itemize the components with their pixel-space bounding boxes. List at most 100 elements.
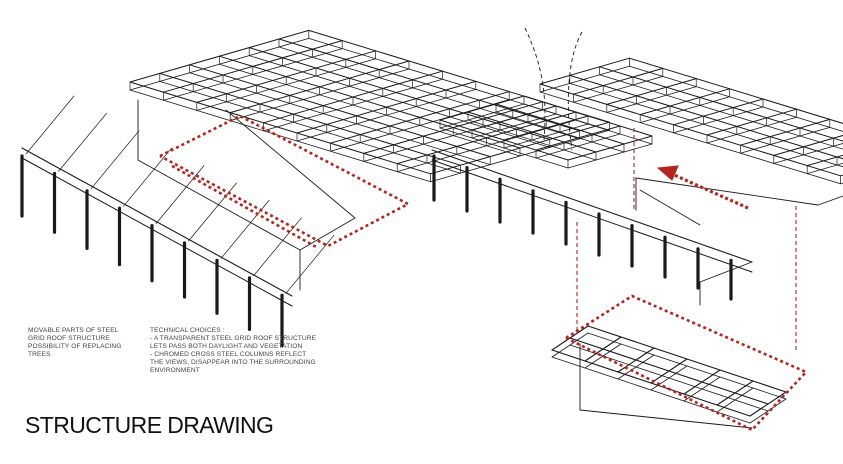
note-line: TECHNICAL CHOICES : bbox=[150, 327, 225, 334]
void-wall-edge bbox=[225, 109, 356, 219]
piece-beam-lower bbox=[716, 387, 754, 413]
drawing-title: STRUCTURE DRAWING bbox=[25, 412, 274, 438]
column-diagonal bbox=[25, 95, 75, 155]
grid-beam-top bbox=[278, 38, 581, 132]
piece-beam bbox=[683, 369, 721, 395]
grid-beam-bottom bbox=[606, 86, 697, 113]
void-wall bbox=[817, 195, 843, 206]
red-dashed-guides bbox=[159, 114, 809, 432]
grid-beam-top bbox=[806, 154, 843, 167]
piece-beam-lower bbox=[749, 398, 787, 424]
piece-beam bbox=[716, 380, 754, 406]
piece-beam-lower bbox=[551, 332, 589, 358]
grid-beam-bottom bbox=[503, 123, 589, 149]
grid-beam-bottom bbox=[806, 162, 843, 175]
tree-outline-curve bbox=[567, 31, 583, 151]
grid-beam-top bbox=[129, 81, 432, 175]
note-line: ENVIRONMENT bbox=[150, 367, 200, 375]
void-sketch bbox=[639, 189, 701, 226]
grid-beam-bottom bbox=[539, 91, 841, 185]
front-edge-beam bbox=[431, 149, 753, 263]
grid-beam-top bbox=[706, 108, 797, 136]
column-diagonal bbox=[285, 234, 335, 294]
note-line: GRID ROOF STRUCTURE bbox=[28, 335, 110, 343]
void-wall-base bbox=[635, 177, 819, 206]
grid-beam-top bbox=[159, 72, 461, 166]
movable-parts-note: MOVABLE PARTS OF STEEL GRID ROOF STRUCTU… bbox=[28, 327, 122, 359]
piece-beam bbox=[650, 358, 688, 384]
tree-outline-curve bbox=[524, 27, 546, 141]
piece-beam-lower bbox=[584, 343, 622, 369]
note-line: LETS PASS BOTH DAYLIGHT AND VEGETATION bbox=[150, 343, 303, 351]
detached-grid-section-drawing bbox=[551, 325, 787, 429]
grid-beam-bottom bbox=[567, 143, 653, 169]
grid-beam-bottom bbox=[706, 116, 797, 144]
grid-beam-bottom bbox=[673, 106, 764, 134]
grid-beam-bottom bbox=[278, 46, 580, 140]
grid-beam-bottom bbox=[535, 133, 621, 159]
grid-beam-top bbox=[439, 95, 525, 121]
grid-beam-top bbox=[535, 125, 621, 151]
return-beam bbox=[699, 261, 753, 283]
column-diagonal bbox=[58, 113, 107, 172]
grid-beam-top bbox=[539, 57, 630, 85]
piece-beam-lower bbox=[617, 354, 655, 380]
grid-beam-bottom bbox=[159, 81, 461, 174]
grid-beam-top bbox=[739, 118, 831, 146]
grid-beam-bottom bbox=[629, 65, 843, 132]
grid-beam-bottom bbox=[740, 127, 831, 154]
grid-beam-top bbox=[567, 135, 653, 161]
technical-choices-note: TECHNICAL CHOICES : - A TRANSPARENT STEE… bbox=[150, 327, 316, 376]
piece-beam bbox=[584, 336, 622, 362]
grid-beam-bottom bbox=[218, 63, 521, 157]
piece-beam bbox=[617, 347, 655, 373]
grid-beam-top bbox=[599, 66, 843, 142]
note-line: POSSIBILITY OF REPLACING bbox=[28, 343, 122, 351]
note-line: - A TRANSPARENT STEEL GRID ROOF STRUCTUR… bbox=[150, 335, 317, 343]
movable-area-outline bbox=[159, 114, 411, 248]
grid-beam-bottom bbox=[573, 76, 664, 103]
grid-beam-bottom bbox=[439, 103, 525, 129]
left-roof-grid-drawing bbox=[20, 29, 610, 348]
grid-beam-top bbox=[218, 55, 521, 149]
void-wall-base bbox=[299, 217, 356, 251]
grid-beam-top bbox=[503, 115, 589, 141]
note-line: TREES bbox=[28, 351, 51, 359]
column-diagonal bbox=[90, 130, 140, 190]
grid-beam-bottom bbox=[569, 83, 843, 168]
void-wall-base bbox=[137, 159, 301, 251]
piece-beam-lower bbox=[683, 376, 721, 402]
grid-beam-top bbox=[539, 83, 842, 177]
note-line: THE VIEWS, DISAPPEAR INTO THE SURROUNDIN… bbox=[150, 359, 316, 367]
grid-beam-top bbox=[673, 98, 764, 126]
note-line: MOVABLE PARTS OF STEEL bbox=[28, 327, 119, 334]
front-edge-beam-lower bbox=[431, 159, 753, 273]
right-roof-grid-drawing bbox=[431, 57, 843, 306]
grid-beam-top bbox=[606, 78, 697, 105]
grid-beam-bottom bbox=[248, 55, 551, 148]
detached-piece-outline bbox=[565, 294, 809, 432]
movement-arrow-head bbox=[656, 165, 679, 181]
movable-area-inner-line bbox=[171, 164, 319, 250]
grid-beam-bottom bbox=[773, 143, 843, 164]
grid-beam-top bbox=[569, 74, 843, 160]
grid-beam-bottom bbox=[189, 72, 491, 166]
piece-beam bbox=[551, 325, 589, 351]
piece-beam-lower bbox=[650, 365, 688, 391]
note-line: - CHROMED CROSS STEEL COLUMNS REFLECT bbox=[150, 351, 307, 359]
grid-beam-top bbox=[189, 64, 491, 158]
piece-hanging-wall bbox=[579, 409, 753, 429]
grid-beam-bottom bbox=[599, 74, 843, 150]
column-diagonal bbox=[123, 147, 172, 207]
grid-beam-bottom bbox=[471, 113, 557, 139]
grid-beam-top bbox=[628, 57, 843, 124]
piece-beam bbox=[749, 391, 787, 417]
grid-beam-top bbox=[773, 134, 843, 156]
grid-beam-top bbox=[572, 67, 664, 95]
front-edge-beam-lower bbox=[21, 157, 293, 307]
grid-beam-top bbox=[471, 105, 557, 131]
movement-arrow-shaft bbox=[671, 172, 749, 210]
grid-beam-top bbox=[248, 47, 551, 140]
grid-beam-top bbox=[639, 88, 731, 116]
